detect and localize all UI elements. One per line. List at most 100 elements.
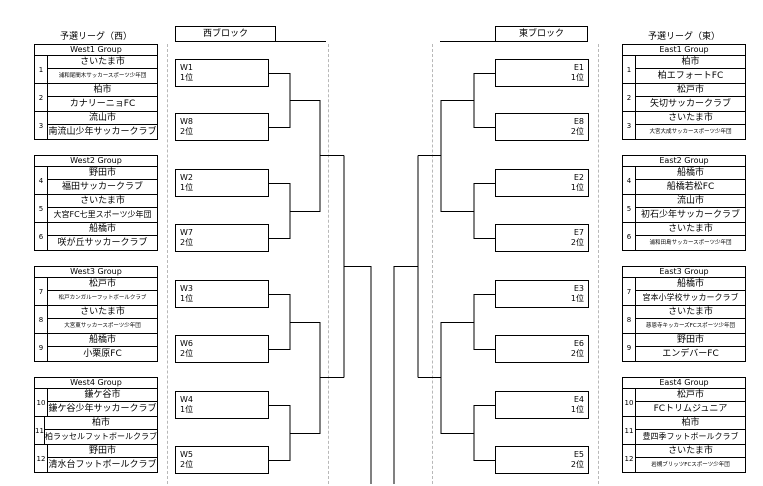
slot-code: E3 [573, 284, 584, 293]
bracket-west-r1-c [269, 294, 305, 350]
team-city: 野田市 [48, 167, 157, 180]
bracket-west-r1-b [269, 183, 305, 239]
team-club: 小栗原FC [83, 349, 122, 359]
slot-code: E6 [573, 339, 584, 348]
slot-rank: 2位 [570, 127, 584, 136]
team-number: 7 [35, 278, 48, 305]
bracket-west-r1-d [269, 405, 305, 461]
team-club: 柏ラッセルフットボールクラブ [45, 432, 157, 441]
bracket-east-r2-b [418, 322, 458, 434]
team-club: 浦和田島サッカースポーツ少年団 [649, 240, 732, 246]
slot-rank: 1位 [180, 73, 194, 82]
team-number: 2 [35, 84, 48, 111]
team-city: 松戸市 [636, 84, 745, 97]
slot-code: W6 [180, 339, 193, 348]
west-prelim-header: 予選リーグ（西） [59, 32, 132, 42]
team-number: 6 [35, 223, 48, 250]
team-club: 大宮FC七里スポーツ少年団 [53, 210, 152, 219]
slot-rank: 2位 [180, 460, 194, 469]
slot-code: W3 [180, 284, 193, 293]
team-club: 福田サッカークラブ [61, 182, 143, 192]
slot-rank: 2位 [570, 238, 584, 247]
team-city: さいたま市 [636, 306, 745, 319]
team-city: 松戸市 [636, 389, 745, 402]
slot-code: E5 [573, 450, 584, 459]
bracket-west-r2-b [305, 322, 344, 434]
slot-rank: 2位 [180, 238, 194, 247]
divider-center-right [432, 44, 433, 484]
team-club: 矢切サッカークラブ [649, 99, 731, 109]
bracket-east-r1-c [458, 294, 495, 350]
slot-code: W7 [180, 228, 193, 237]
group-title: West1 Group [35, 45, 157, 56]
bracket-east-r1-d [458, 405, 495, 461]
team-number: 1 [35, 56, 48, 83]
group-title: East2 Group [623, 156, 745, 167]
team-club: 宮本小学校サッカークラブ [642, 293, 739, 302]
slot-code: W4 [180, 395, 193, 404]
west-block-underline [276, 41, 326, 42]
team-number: 1 [623, 56, 636, 83]
group-title: West4 Group [35, 378, 157, 389]
team-city: さいたま市 [636, 445, 745, 458]
team-number: 7 [623, 278, 636, 305]
team-club: 浦和尾間木サッカースポーツ少年団 [58, 73, 147, 79]
team-number: 8 [35, 306, 48, 333]
team-city: 柏市 [636, 417, 745, 430]
east-prelim-header: 予選リーグ（東） [647, 32, 720, 42]
team-club: 南流山少年サッカークラブ [48, 127, 157, 137]
team-city: 鎌ケ谷市 [48, 389, 157, 402]
group-title: East3 Group [623, 267, 745, 278]
team-number: 9 [623, 334, 636, 361]
west-block-header: 西ブロック [175, 26, 276, 42]
team-number: 11 [623, 417, 636, 444]
slot-code: E2 [573, 173, 584, 182]
bracket-east-r1-a [458, 73, 495, 128]
slot-rank: 1位 [180, 183, 194, 192]
group-title: West2 Group [35, 156, 157, 167]
team-club: 鎌ケ谷少年サッカークラブ [48, 404, 157, 414]
team-number: 3 [35, 112, 48, 139]
team-number: 5 [35, 195, 48, 222]
group-title: East1 Group [623, 45, 745, 56]
team-number: 4 [35, 167, 48, 194]
divider-center-left [328, 44, 329, 484]
east-block-header: 東ブロック [495, 26, 588, 42]
bracket-east-r3 [393, 155, 419, 484]
slot-code: W8 [180, 117, 193, 126]
team-city: 柏市 [636, 56, 745, 69]
slot-code: W5 [180, 450, 193, 459]
slot-rank: 1位 [180, 405, 194, 414]
slot-code: E8 [573, 117, 584, 126]
team-city: 船橋市 [636, 167, 745, 180]
